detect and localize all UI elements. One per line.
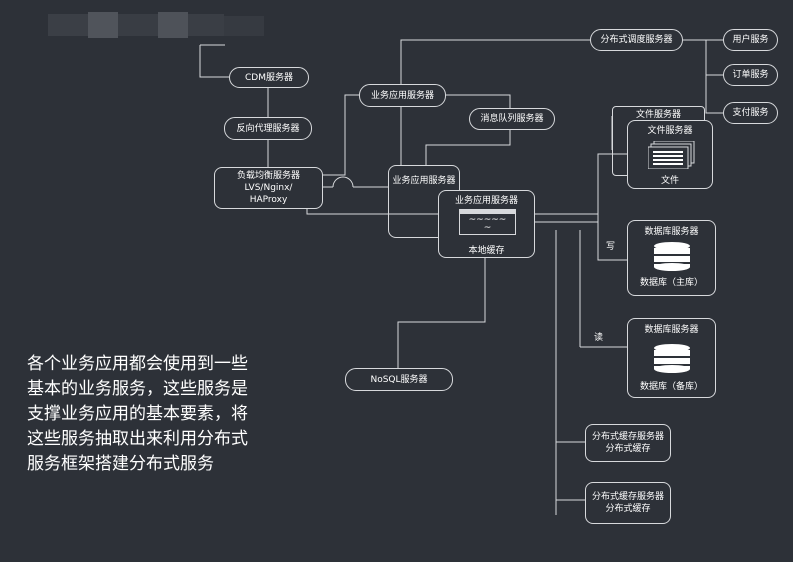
distributed-cache-1-title: 分布式缓存服务器 — [591, 432, 664, 442]
database-icon — [654, 344, 690, 373]
reverse-proxy-node: 反向代理服务器 — [224, 117, 312, 140]
message-queue-label: 消息队列服务器 — [480, 114, 544, 124]
read-label: 读 — [594, 333, 604, 343]
distributed-cache-2-title: 分布式缓存服务器 — [591, 492, 664, 502]
local-cache-label: 本地缓存 — [468, 246, 505, 256]
db-master-label: 数据库（主库） — [639, 278, 703, 288]
description-line-3: 支撑业务应用的基本要素，将 — [27, 404, 248, 424]
description-text: 各个业务应用都会使用到一些 基本的业务服务，这些服务是 支撑业务应用的基本要素，… — [27, 352, 312, 477]
app-server-top-node: 业务应用服务器 — [359, 84, 446, 107]
message-queue-node: 消息队列服务器 — [469, 108, 555, 130]
dispatch-server-node: 分布式调度服务器 — [590, 29, 683, 51]
local-cache-box: ~~~~~ ~ — [459, 209, 516, 235]
file-server-outer-label: 文件服务器 — [635, 110, 681, 120]
reverse-proxy-label: 反向代理服务器 — [236, 123, 300, 134]
database-icon — [654, 242, 690, 271]
load-balancer-line3: HAProxy — [249, 195, 288, 205]
description-line-2: 基本的业务服务，这些服务是 — [27, 379, 248, 399]
db-master-title: 数据库服务器 — [644, 227, 699, 237]
load-balancer-line1: 负载均衡服务器 — [236, 171, 300, 181]
distributed-cache-2-node: 分布式缓存服务器 分布式缓存 — [585, 482, 671, 524]
db-slave-node: 数据库服务器 数据库（备库） — [627, 318, 716, 398]
db-slave-title: 数据库服务器 — [644, 325, 699, 335]
local-cache-glyph: ~~~~~ — [468, 215, 507, 225]
blurred-watermark — [40, 8, 300, 42]
order-service-node: 订单服务 — [723, 64, 778, 86]
write-label: 写 — [606, 242, 616, 252]
distributed-cache-1-node: 分布式缓存服务器 分布式缓存 — [585, 424, 671, 462]
cdm-server-node: CDM服务器 — [229, 67, 309, 88]
payment-service-node: 支付服务 — [723, 102, 778, 124]
distributed-cache-2-sub: 分布式缓存 — [605, 504, 651, 514]
local-cache-glyph-2: ~ — [483, 223, 492, 233]
file-server-inner-label: 文件服务器 — [647, 126, 693, 136]
description-line-4: 这些服务抽取出来利用分布式 — [27, 429, 248, 449]
description-line-5: 服务框架搭建分布式服务 — [27, 454, 214, 474]
payment-service-label: 支付服务 — [732, 108, 769, 118]
db-master-node: 数据库服务器 数据库（主库） — [627, 220, 716, 296]
description-line-1: 各个业务应用都会使用到一些 — [27, 354, 248, 374]
nosql-server-node: NoSQL服务器 — [345, 368, 453, 391]
user-service-node: 用户服务 — [723, 29, 778, 51]
file-stack-icon — [648, 141, 695, 169]
cdm-server-label: CDM服务器 — [245, 72, 293, 83]
file-server-inner-node: 文件服务器 文件 — [627, 120, 713, 189]
order-service-label: 订单服务 — [732, 70, 769, 80]
app-server-front-label: 业务应用服务器 — [454, 196, 518, 206]
user-service-label: 用户服务 — [732, 35, 769, 45]
app-server-top-label: 业务应用服务器 — [370, 90, 434, 101]
load-balancer-line2: LVS/Nginx/ — [244, 183, 293, 193]
distributed-cache-1-sub: 分布式缓存 — [605, 444, 651, 454]
dispatch-server-label: 分布式调度服务器 — [600, 35, 673, 45]
file-label: 文件 — [660, 176, 679, 186]
app-server-mid-label: 业务应用服务器 — [392, 176, 456, 186]
load-balancer-node: 负载均衡服务器 LVS/Nginx/ HAProxy — [214, 167, 323, 209]
app-server-front-node: 业务应用服务器 ~~~~~ ~ 本地缓存 — [438, 190, 535, 258]
nosql-server-label: NoSQL服务器 — [370, 374, 428, 385]
db-slave-label: 数据库（备库） — [639, 382, 703, 392]
